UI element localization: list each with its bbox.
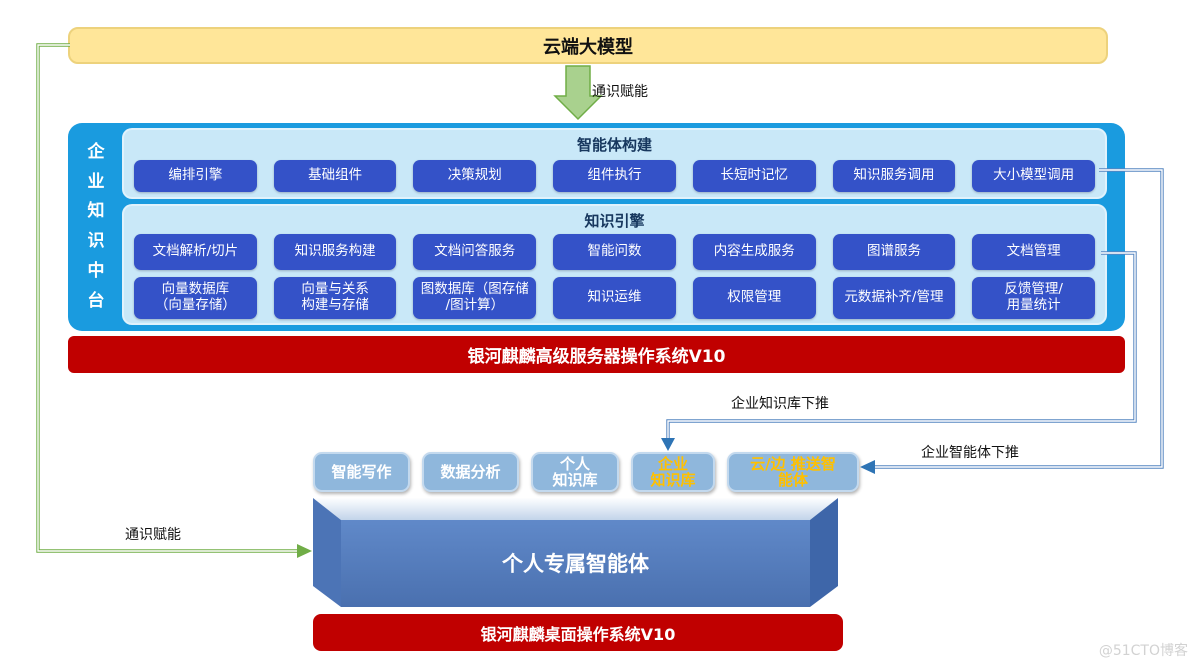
- module-button: 内容生成服务: [692, 234, 816, 270]
- module-button: 知识运维: [553, 277, 676, 319]
- agent-panel-title: 智能体构建: [576, 136, 652, 154]
- module-button: 反馈管理/ 用量统计: [972, 277, 1096, 319]
- knowledge-engine-panel: 知识引擎 文档解析/切片 知识服务构建 文档问答服务 智能问数 内容生成服务 图…: [122, 204, 1107, 325]
- module-button: 向量数据库 （向量存储）: [134, 277, 257, 319]
- agent-construction-panel: 智能体构建 编排引擎 基础组件 决策规划 组件执行 长短时记忆 知识服务调用 大…: [122, 128, 1107, 199]
- module-button: 智能问数: [553, 234, 676, 270]
- knowledge-button-row-2: 向量数据库 （向量存储） 向量与关系 构建与存储 图数据库（图存储 /图计算） …: [134, 277, 1096, 319]
- module-button: 决策规划: [413, 160, 537, 192]
- personal-agent-tabs: 智能写作 数据分析 个人 知识库 企业 知识库 云/边 推送智 能体: [313, 452, 859, 492]
- module-button: 大小模型调用: [972, 160, 1096, 192]
- module-button: 文档管理: [972, 234, 1096, 270]
- agent-push-arrowhead: [860, 460, 875, 474]
- agent-button-row: 编排引擎 基础组件 决策规划 组件执行 长短时记忆 知识服务调用 大小模型调用: [134, 160, 1096, 192]
- module-button: 基础组件: [273, 160, 397, 192]
- module-button: 文档问答服务: [413, 234, 537, 270]
- module-button: 文档解析/切片: [134, 234, 257, 270]
- tab-enterprise-kb: 企业 知识库: [631, 452, 715, 492]
- module-button: 长短时记忆: [692, 160, 816, 192]
- server-os-banner: 银河麒麟高级服务器操作系统V10: [68, 336, 1125, 373]
- tab-smart-writing: 智能写作: [313, 452, 410, 492]
- empower-left-label: 通识赋能: [125, 527, 181, 543]
- watermark: @51CTO博客: [1098, 643, 1188, 659]
- module-button: 向量与关系 构建与存储: [273, 277, 397, 319]
- empower-left-arrowhead: [297, 544, 312, 558]
- tab-cloud-edge-agent: 云/边 推送智 能体: [727, 452, 859, 492]
- module-button: 权限管理: [692, 277, 816, 319]
- kb-push-arrowhead: [661, 438, 675, 451]
- cloud-model-banner: 云端大模型: [68, 27, 1108, 64]
- empower-top-label: 通识赋能: [592, 84, 648, 100]
- agent-push-label: 企业智能体下推: [921, 445, 1019, 461]
- enterprise-platform-container: 企业知识中台 智能体构建 编排引擎 基础组件 决策规划 组件执行 长短时记忆 知…: [68, 123, 1125, 331]
- module-button: 编排引擎: [134, 160, 257, 192]
- module-button: 知识服务构建: [273, 234, 397, 270]
- tab-data-analysis: 数据分析: [422, 452, 519, 492]
- module-button: 元数据补齐/管理: [832, 277, 956, 319]
- platform-side-label: 企业知识中台: [87, 141, 105, 311]
- knowledge-panel-title: 知识引擎: [584, 212, 645, 230]
- kb-push-label: 企业知识库下推: [731, 396, 829, 412]
- tab-personal-kb: 个人 知识库: [531, 452, 619, 492]
- desktop-os-banner: 银河麒麟桌面操作系统V10: [313, 614, 843, 651]
- personal-agent-title: 个人专属智能体: [502, 552, 649, 576]
- module-button: 组件执行: [553, 160, 676, 192]
- module-button: 图谱服务: [832, 234, 956, 270]
- module-button: 知识服务调用: [832, 160, 956, 192]
- box-left-face: [313, 498, 341, 607]
- knowledge-button-row-1: 文档解析/切片 知识服务构建 文档问答服务 智能问数 内容生成服务 图谱服务 文…: [134, 234, 1096, 270]
- box-top-face: [313, 498, 838, 520]
- box-right-face: [810, 498, 838, 607]
- module-button: 图数据库（图存储 /图计算）: [413, 277, 537, 319]
